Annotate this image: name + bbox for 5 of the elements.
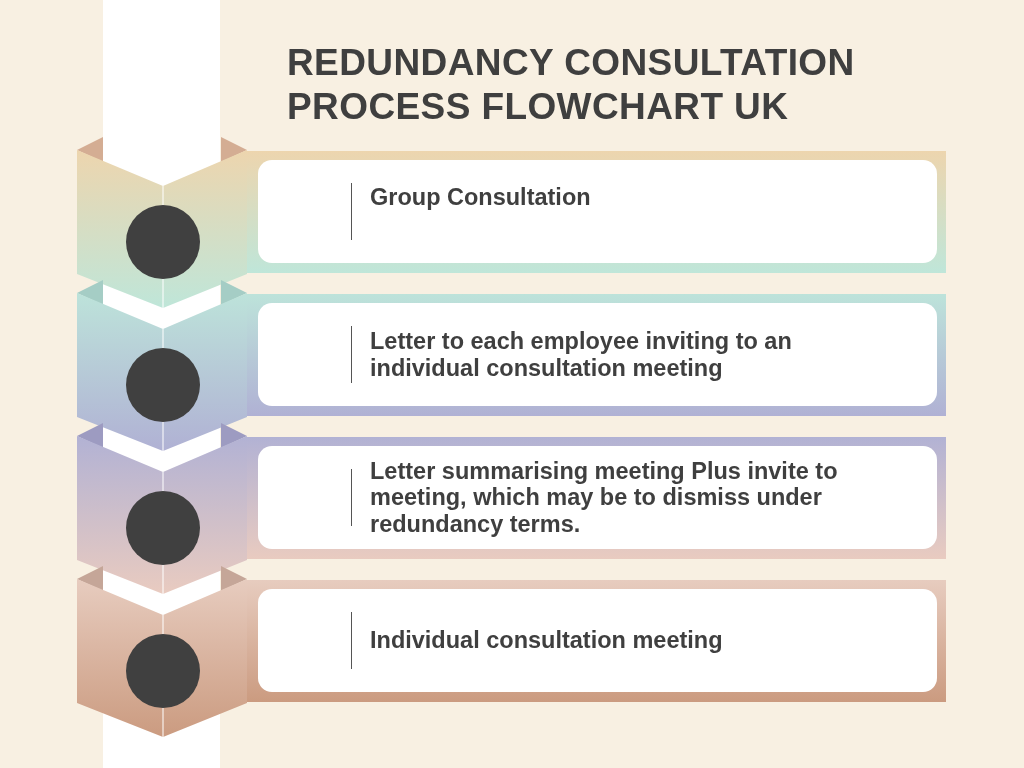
step-text: Group Consultation	[370, 184, 592, 211]
title: REDUNDANCY CONSULTATION PROCESS FLOWCHART UK	[287, 41, 856, 129]
step-text: Individual consultation meeting	[370, 627, 724, 654]
step-text: Letter summarising meeting Plus invite to meeting, which may be to dismiss under redundancy terms.	[370, 457, 839, 538]
step-text: Letter to each employee inviting to an individual consultation meeting	[370, 328, 793, 381]
